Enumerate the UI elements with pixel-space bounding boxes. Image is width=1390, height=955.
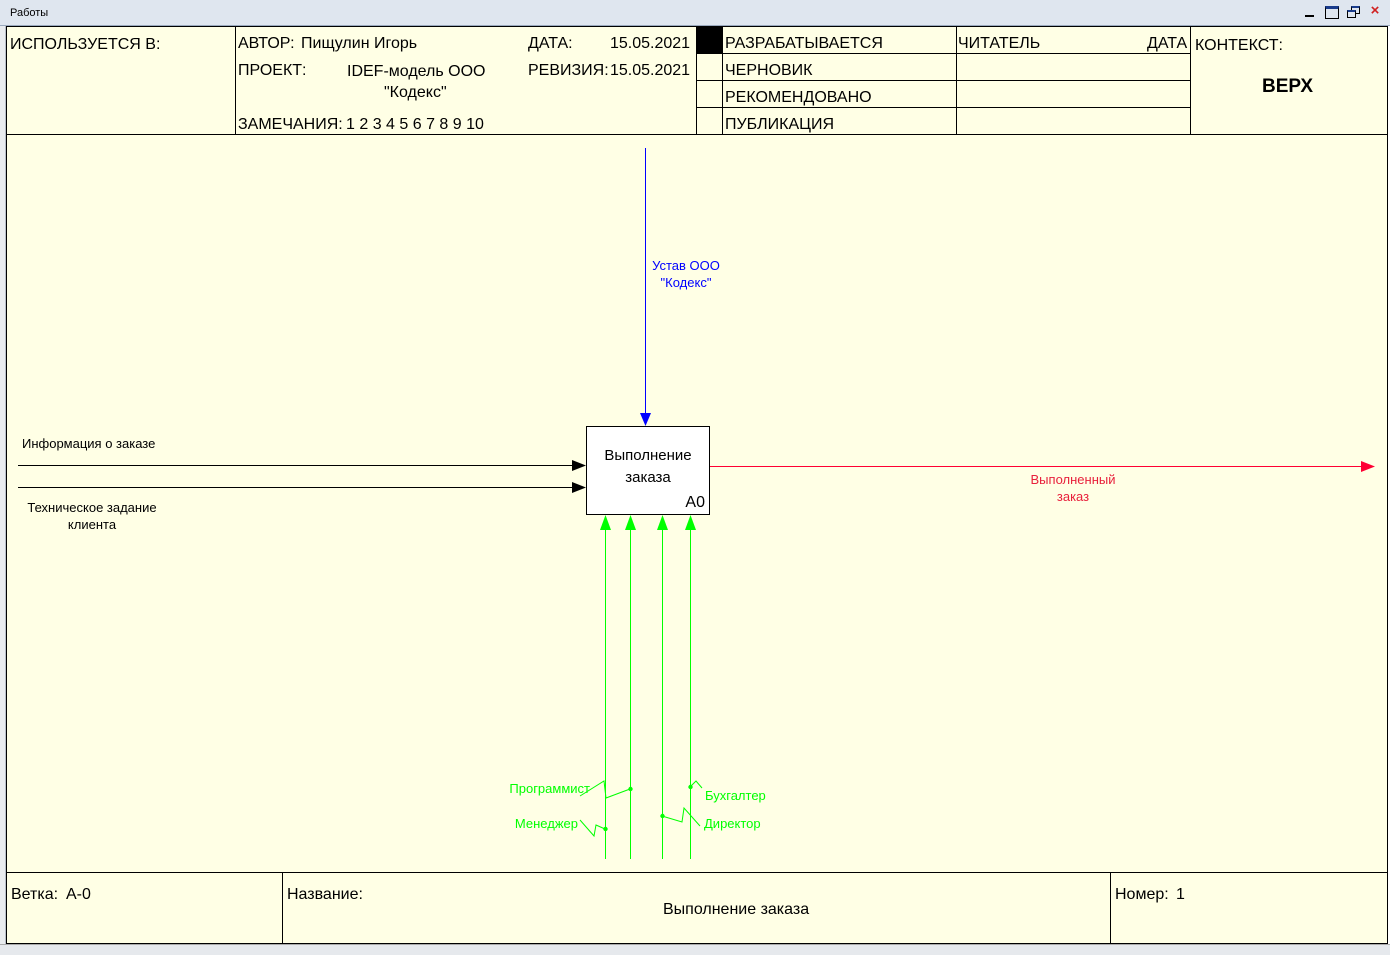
project-value-line2: "Кодекс" (384, 84, 447, 101)
used-in-label: ИСПОЛЬЗУЕТСЯ В: (10, 36, 161, 53)
mechanism-label[interactable]: Директор (704, 816, 761, 831)
revision-label: РЕВИЗИЯ: (528, 62, 609, 79)
mechanism-arrow[interactable] (685, 515, 696, 859)
close-icon[interactable]: × (1370, 2, 1380, 19)
input-label[interactable]: Информация о заказе (22, 436, 156, 451)
mechanism-arrow[interactable] (625, 515, 636, 859)
revision-value: 15.05.2021 (610, 62, 691, 79)
status-marker (697, 27, 722, 53)
label-connector (579, 780, 703, 838)
footer-top-border (6, 872, 1388, 873)
context-value: ВЕРХ (1262, 76, 1314, 97)
window-title: Работы (10, 7, 49, 19)
window-titlebar: Работы × (0, 0, 1390, 26)
left-scrollbar[interactable] (0, 26, 6, 951)
status-recommended: РЕКОМЕНДОВАНО (725, 89, 872, 106)
mechanism-label[interactable]: Менеджер (514, 816, 578, 831)
footer-divider (282, 872, 283, 944)
project-label: ПРОЕКТ: (238, 62, 307, 79)
node-value: A-0 (66, 886, 91, 903)
status-publication: ПУБЛИКАЦИЯ (725, 116, 835, 133)
header-bottom-border (6, 134, 1388, 135)
mechanism-arrow[interactable] (657, 515, 668, 859)
input-arrow[interactable] (18, 460, 586, 471)
author-label: АВТОР: (238, 35, 295, 52)
mechanism-arrow[interactable] (600, 515, 611, 859)
status-row-divider (696, 53, 1190, 54)
activity-name: Выполнение заказа (604, 447, 692, 486)
node-label: Ветка: (11, 886, 59, 903)
number-label: Номер: (1115, 886, 1169, 903)
status-row-divider (696, 107, 1190, 108)
input-label[interactable]: Техническое задание клиента (27, 500, 157, 532)
mechanism-label[interactable]: Программист (509, 781, 590, 796)
footer-divider (1110, 872, 1111, 944)
reader-label: ЧИТАТЕЛЬ (958, 35, 1041, 52)
reader-date-label: ДАТА (1147, 35, 1188, 52)
mechanism-label[interactable]: Бухгалтер (705, 788, 766, 803)
date-label: ДАТА: (528, 35, 573, 52)
control-arrow[interactable] (640, 148, 651, 426)
activity-box[interactable]: Выполнение заказа A0 (586, 426, 710, 515)
footer-title-label: Название: (287, 886, 363, 903)
context-label: КОНТЕКСТ: (1195, 37, 1283, 54)
header-divider (1190, 26, 1191, 134)
status-working: РАЗРАБАТЫВАЕТСЯ (725, 35, 883, 52)
status-row-divider (696, 80, 1190, 81)
header-divider (235, 26, 236, 134)
control-label[interactable]: Устав ООО "Кодекс" (652, 258, 720, 290)
connector-dot (603, 784, 693, 832)
number-value: 1 (1176, 886, 1185, 903)
notes-value: 1 2 3 4 5 6 7 8 9 10 (346, 116, 484, 133)
project-value-line1: IDEF-модель ООО (347, 63, 486, 80)
restore-icon[interactable] (1347, 6, 1361, 19)
activity-number: A0 (685, 494, 705, 511)
date-value: 15.05.2021 (610, 35, 691, 52)
author-value: Пищулин Игорь (301, 35, 418, 52)
footer-title: Выполнение заказа (663, 901, 810, 918)
bottom-scrollbar[interactable] (0, 944, 1390, 955)
notes-label: ЗАМЕЧАНИЯ: (238, 116, 343, 133)
output-arrow[interactable] (710, 461, 1375, 472)
maximize-icon[interactable] (1325, 6, 1339, 19)
minimize-icon[interactable] (1303, 6, 1317, 19)
output-label[interactable]: Выполненный заказ (1030, 472, 1116, 504)
input-arrow[interactable] (18, 482, 586, 493)
status-draft: ЧЕРНОВИК (725, 62, 813, 79)
